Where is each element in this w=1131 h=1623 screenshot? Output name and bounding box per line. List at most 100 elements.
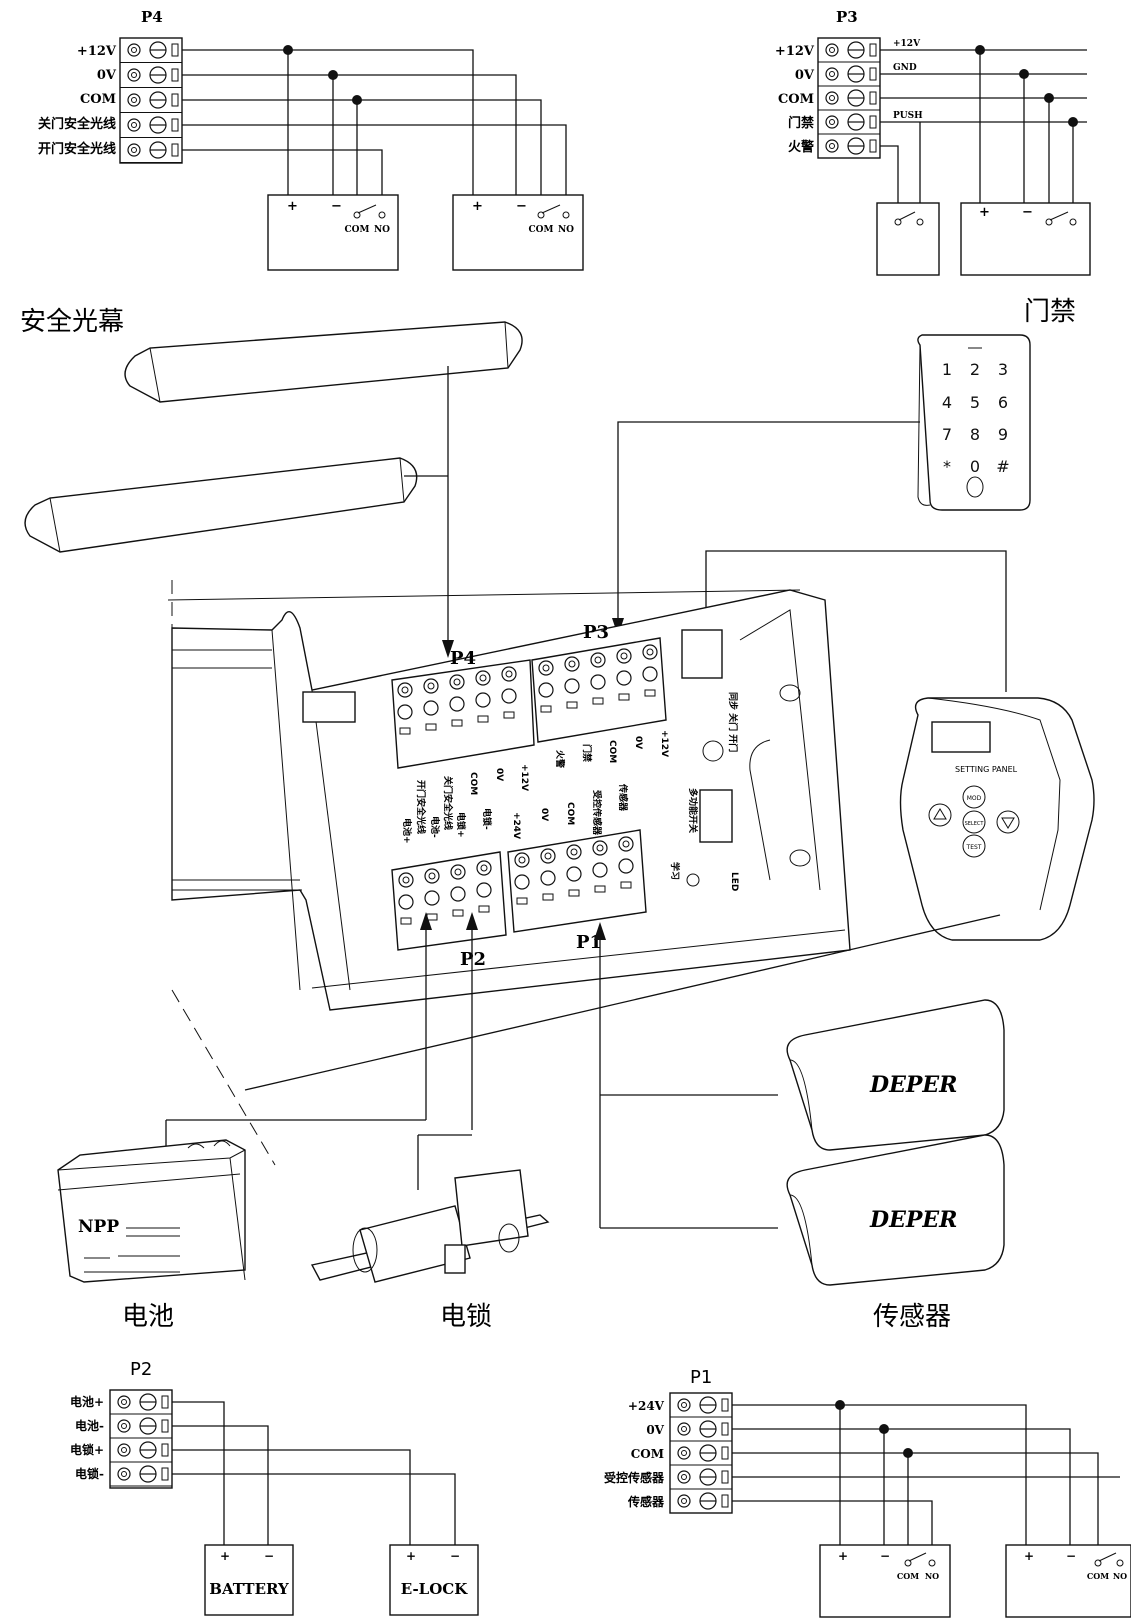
p1-terminal-1 bbox=[670, 1396, 732, 1418]
board-p4-pin-4: 0V bbox=[494, 768, 504, 781]
board-p3-screw-4 bbox=[616, 648, 632, 701]
keypad-key-4: 4 bbox=[942, 393, 952, 412]
board-p3-screw-1 bbox=[538, 660, 554, 713]
p3-terminal-5 bbox=[818, 137, 880, 159]
svg-text:+: + bbox=[1024, 1549, 1034, 1563]
p1-device-2-no: NO bbox=[1113, 1571, 1127, 1581]
svg-text:−: − bbox=[1066, 1549, 1076, 1563]
svg-text:−: − bbox=[450, 1549, 460, 1563]
keypad-key-3: 3 bbox=[998, 360, 1008, 379]
board-p4-pin-5: +12V bbox=[519, 764, 529, 791]
p3-schematic: P3 +12V 0V COM 门禁 火警 +12V GND PUSH + − bbox=[775, 8, 1091, 276]
sensor-2-brand: DEPER bbox=[869, 1207, 957, 1233]
p3-fire-alarm-box bbox=[876, 202, 940, 276]
p4-device-1-com: COM bbox=[345, 225, 370, 235]
battery-box bbox=[204, 1544, 294, 1616]
board-p1-screw-5 bbox=[618, 836, 634, 889]
mod-button-label: MOD bbox=[967, 795, 982, 802]
keypad-key-12: # bbox=[996, 457, 1009, 476]
p3-terminal-4 bbox=[818, 113, 880, 135]
board-switch-label: 多功能开关 bbox=[687, 788, 699, 833]
sensor-devices: DEPER DEPER bbox=[786, 999, 1005, 1286]
board-p4-screw-4 bbox=[475, 670, 491, 723]
board-p3-pin-5: +12V bbox=[659, 730, 669, 757]
svg-text:+: + bbox=[406, 1549, 416, 1563]
elock-device bbox=[310, 1169, 550, 1283]
p3-terminal-label-5: 火警 bbox=[788, 139, 814, 155]
p3-terminal-1 bbox=[818, 41, 880, 63]
board-p2-screw-3 bbox=[450, 864, 466, 917]
board-p2-screw-4 bbox=[476, 860, 492, 913]
p1-terminal-3 bbox=[670, 1444, 732, 1466]
board-p3-pin-4: 0V bbox=[633, 736, 643, 749]
p3-title: P3 bbox=[836, 8, 858, 26]
p2-terminal-label-1: 电池+ bbox=[70, 1394, 104, 1409]
p1-terminal-label-5: 传感器 bbox=[627, 1494, 665, 1509]
p3-terminal-label-1: +12V bbox=[775, 44, 815, 59]
p1-schematic: P1 +24V 0V COM 受控传感器 传感器 + − + − COM NO … bbox=[604, 1367, 1131, 1618]
p3-wire-label-gnd: GND bbox=[893, 63, 917, 73]
board-p1-pin-1: +24V bbox=[511, 812, 521, 839]
svg-text:−: − bbox=[331, 199, 342, 214]
p4-terminal-label-5: 开门安全光线 bbox=[38, 141, 116, 157]
svg-text:+: + bbox=[287, 199, 298, 214]
board-p2-label: P2 bbox=[460, 949, 486, 970]
keypad-key-5: 5 bbox=[970, 393, 980, 412]
board-p2-pin-3: 电锁+ bbox=[455, 812, 467, 838]
elock-box bbox=[389, 1544, 479, 1616]
board-p4-screw-2 bbox=[423, 678, 439, 731]
p4-terminal-block bbox=[120, 41, 182, 163]
board-p1-screw-4 bbox=[592, 840, 608, 893]
board-p1-screw-3 bbox=[566, 844, 582, 897]
board-p1-pin-3: COM bbox=[565, 802, 575, 825]
board-p2-pin-2: 电池- bbox=[429, 816, 441, 838]
safety-curtain-title: 安全光幕 bbox=[20, 307, 124, 337]
board-p1-pin-5: 传感器 bbox=[617, 783, 629, 812]
board-p2-pin-1: 电池+ bbox=[401, 818, 413, 844]
p4-terminal-label-1: +12V bbox=[77, 44, 117, 59]
select-button-label: SELECT bbox=[965, 821, 985, 827]
p2-terminal-2 bbox=[110, 1417, 172, 1439]
board-p3-pin-1: 火警 bbox=[554, 750, 566, 768]
board-p4-label: P4 bbox=[450, 648, 476, 669]
svg-text:−: − bbox=[1022, 205, 1033, 220]
p4-device-box-2 bbox=[452, 194, 584, 271]
svg-text:+: + bbox=[220, 1549, 230, 1563]
p3-wire-label-push: PUSH bbox=[893, 111, 923, 121]
p1-device-1-com: COM bbox=[897, 1571, 919, 1581]
p1-title: P1 bbox=[690, 1367, 712, 1388]
board-p3-screw-2 bbox=[564, 656, 580, 709]
keypad-key-11: 0 bbox=[970, 457, 980, 476]
p4-terminal-4 bbox=[120, 116, 182, 138]
board-p3-pin-3: COM bbox=[607, 740, 617, 763]
keypad-key-8: 8 bbox=[970, 425, 980, 444]
keypad-key-9: 9 bbox=[998, 425, 1008, 444]
p4-device-1-no: NO bbox=[374, 225, 390, 235]
svg-text:−: − bbox=[264, 1549, 274, 1563]
p4-device-box-1 bbox=[267, 194, 399, 271]
p2-terminal-1 bbox=[110, 1393, 172, 1415]
board-p4-screw-3 bbox=[449, 674, 465, 727]
board-p1-screw-2 bbox=[540, 848, 556, 901]
keypad-key-6: 6 bbox=[998, 393, 1008, 412]
p3-terminal-label-4: 门禁 bbox=[788, 115, 814, 131]
keypad-key-7: 7 bbox=[942, 425, 952, 444]
board-p3-screw-3 bbox=[590, 652, 606, 705]
p3-wire-label-12v: +12V bbox=[893, 39, 921, 49]
p1-device-box-1 bbox=[819, 1544, 951, 1618]
p4-terminal-label-3: COM bbox=[80, 92, 116, 107]
p2-terminal-label-3: 电锁+ bbox=[70, 1442, 104, 1457]
sensor-1-brand: DEPER bbox=[869, 1072, 957, 1098]
controller-board: P4 P3 P2 P1 开门安全光线 关门安全光线 COM 0V +12V 火警… bbox=[165, 580, 1001, 1229]
battery-brand: NPP bbox=[78, 1217, 119, 1237]
svg-text:+: + bbox=[472, 199, 483, 214]
board-p1-screw-1 bbox=[514, 852, 530, 905]
p3-terminal-3 bbox=[818, 89, 880, 111]
keypad-key-1: 1 bbox=[942, 360, 952, 379]
board-p4-pin-2: 关门安全光线 bbox=[442, 776, 454, 830]
board-p3-label: P3 bbox=[583, 622, 609, 643]
p4-terminal-label-2: 0V bbox=[97, 68, 117, 83]
battery-box-label: BATTERY bbox=[209, 1580, 289, 1598]
p1-terminal-label-2: 0V bbox=[646, 1423, 664, 1437]
